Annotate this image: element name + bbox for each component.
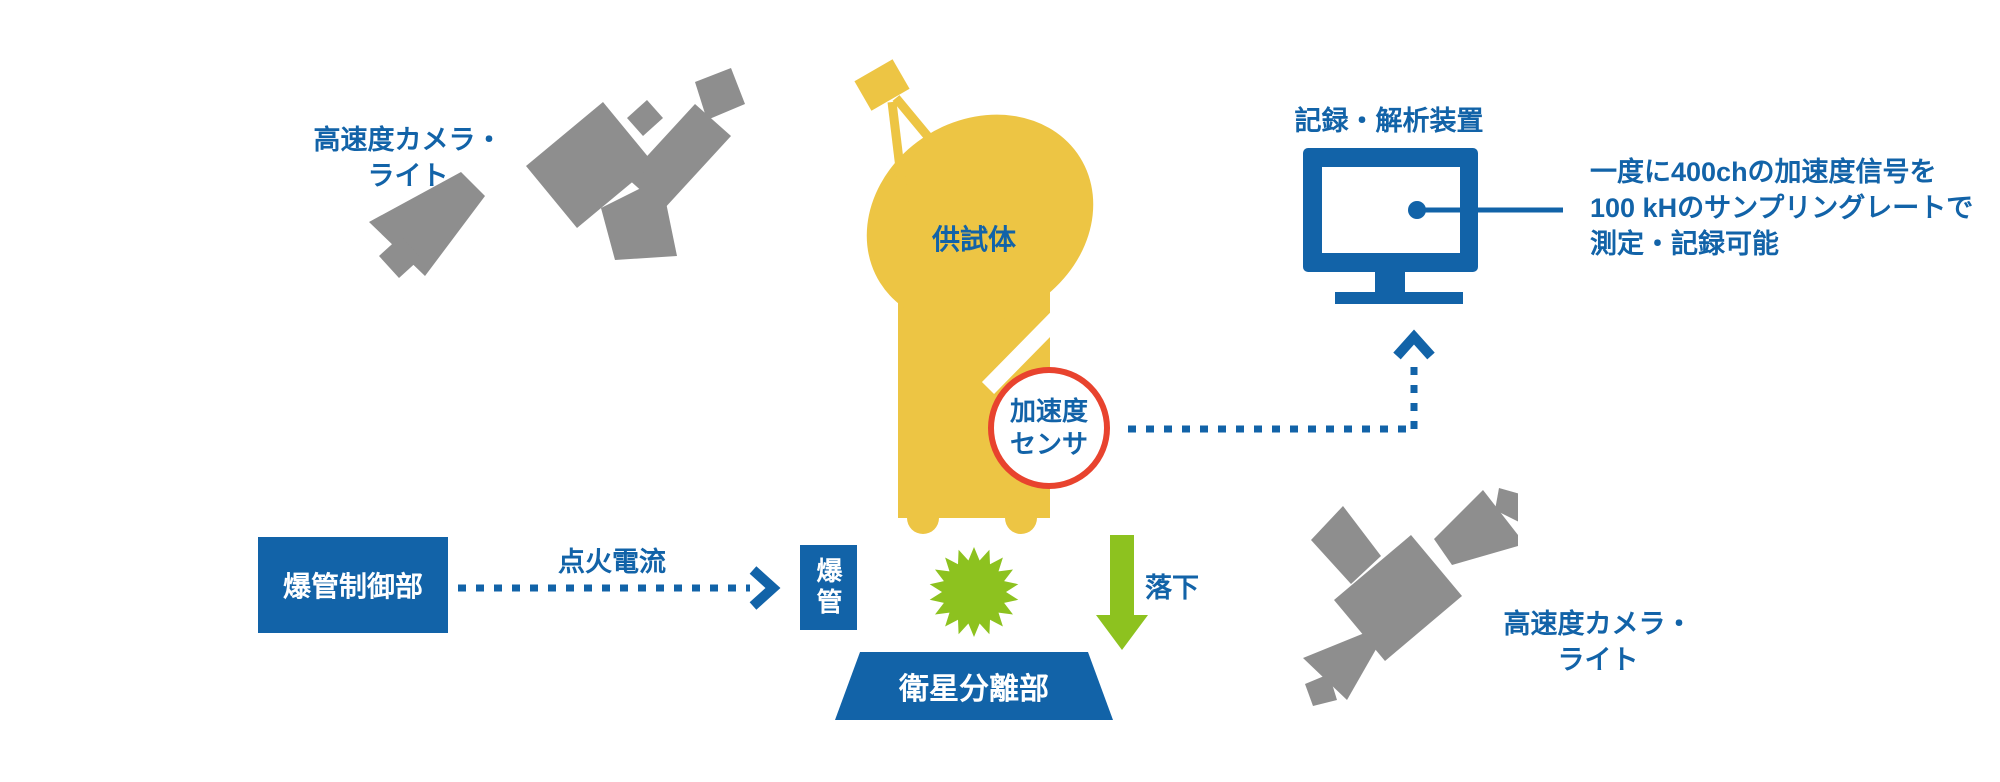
acceleration-sensor-label-line1: 加速度 bbox=[1009, 396, 1088, 426]
camera-light-top-label-line2: ライト bbox=[367, 161, 449, 191]
ignition-current-label: 点火電流 bbox=[558, 547, 666, 577]
drop-label: 落下 bbox=[1145, 573, 1199, 603]
high-speed-camera-light-bottom-icon bbox=[1303, 488, 1518, 706]
camera-light-bottom-label-line1: 高速度カメラ・ bbox=[1503, 609, 1693, 639]
sensor-signal-arrow-icon bbox=[1128, 329, 1435, 433]
camera-light-bottom-label-line2: ライト bbox=[1557, 645, 1639, 675]
acceleration-sensor-badge: 加速度 センサ bbox=[988, 367, 1110, 489]
camera-light-top-label-line1: 高速度カメラ・ bbox=[313, 125, 503, 155]
detonator-box-label: 爆管 bbox=[813, 556, 843, 619]
specimen-label: 供試体 bbox=[931, 224, 1016, 255]
high-speed-camera-light-top-icon bbox=[369, 68, 745, 278]
camera-light-bottom-label: 高速度カメラ・ ライト bbox=[1478, 606, 1718, 678]
explosion-starburst-icon bbox=[929, 547, 1019, 637]
detonator-box: 爆管 bbox=[800, 545, 857, 630]
drop-arrow-icon bbox=[1096, 535, 1148, 650]
ignition-current-arrow-icon bbox=[458, 566, 781, 610]
acceleration-sensor-label-line2: センサ bbox=[1009, 429, 1088, 459]
recorder-note: 一度に400chの加速度信号を 100 kHのサンプリングレートで 測定・記録可… bbox=[1590, 154, 1973, 262]
camera-light-top-label: 高速度カメラ・ ライト bbox=[288, 122, 528, 194]
recorder-note-line3: 測定・記録可能 bbox=[1590, 229, 1779, 259]
recorder-note-line1: 一度に400chの加速度信号を bbox=[1590, 157, 1937, 187]
separation-unit-trapezoid: 衛星分離部 bbox=[835, 652, 1113, 720]
detonator-controller-box: 爆管制御部 bbox=[258, 537, 448, 633]
monitor-icon bbox=[1303, 148, 1563, 304]
recorder-label: 記録・解析装置 bbox=[1294, 106, 1484, 136]
recorder-note-line2: 100 kHのサンプリングレートで bbox=[1590, 193, 1974, 223]
